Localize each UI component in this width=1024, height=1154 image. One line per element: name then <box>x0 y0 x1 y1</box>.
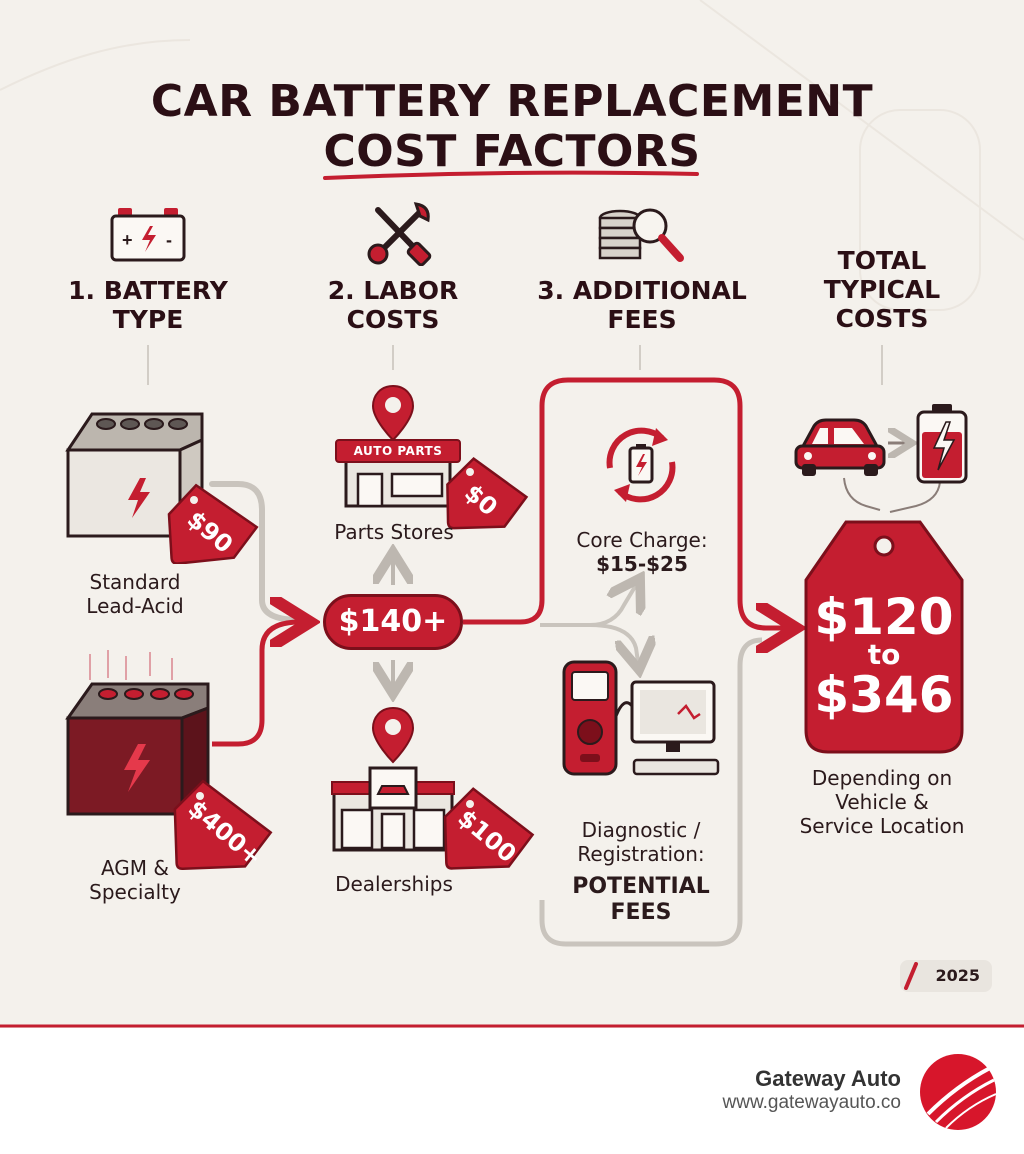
price-tag-parts-stores <box>446 457 529 530</box>
label-agm-line-1: AGM & <box>100 856 170 880</box>
heading-labor-costs-line-1: 2. LABOR <box>327 276 459 305</box>
heading-battery-type: 1. BATTERY TYPE <box>48 276 248 334</box>
label-parts-stores: Parts Stores <box>334 520 454 544</box>
heading-additional-fees-line-2: FEES <box>607 305 677 334</box>
heading-labor-costs: 2. LABOR COSTS <box>298 276 488 334</box>
dealership-icon <box>331 766 455 852</box>
heading-total-line-3: COSTS <box>835 304 929 333</box>
total-connector: to <box>867 638 901 671</box>
svg-text:-: - <box>166 230 172 250</box>
heading-labor-costs-line-2: COSTS <box>346 305 440 334</box>
heading-battery-type-line-2: TYPE <box>112 305 184 334</box>
gateway-auto-logo-icon <box>920 1054 997 1130</box>
total-note-line-1: Depending on <box>811 766 953 790</box>
label-dealerships: Dealerships <box>335 872 453 896</box>
store-sign: AUTO PARTS <box>353 444 443 458</box>
tools-icon <box>367 202 432 266</box>
total-note-line-2: Vehicle & <box>835 790 929 814</box>
battery-icon: + - <box>110 208 186 262</box>
label-standard-lead-acid: Standard Lead-Acid <box>60 570 210 618</box>
total-high: $346 <box>814 666 954 724</box>
heading-total-line-1: TOTAL <box>837 246 927 275</box>
label-agm-specialty: AGM & Specialty <box>60 856 210 904</box>
label-core-charge: Core Charge: <box>576 528 708 552</box>
heading-total-line-2: TYPICAL <box>823 275 941 304</box>
diagnostic-scanner-icon <box>562 660 720 776</box>
label-agm-line-2: Specialty <box>89 880 181 904</box>
coins-magnifier-icon <box>598 208 684 262</box>
recycle-battery-icon <box>606 427 676 503</box>
connector-graphics <box>0 0 1024 1028</box>
auto-parts-store-icon <box>335 439 461 508</box>
value-core-charge: $15-$25 <box>596 552 688 576</box>
title-line-1: CAR BATTERY REPLACEMENT <box>150 76 874 127</box>
label-potential-line-1: POTENTIAL <box>572 874 710 899</box>
footer-brand: Gateway Auto <box>755 1066 901 1091</box>
labor-price-pill: $140+ <box>323 594 463 650</box>
car-icon <box>794 418 886 476</box>
heading-additional-fees: 3. ADDITIONAL FEES <box>520 276 764 334</box>
total-note: Depending on Vehicle & Service Location <box>792 766 972 838</box>
svg-text:+: + <box>122 230 133 250</box>
title-line-2: COST FACTORS <box>323 126 701 177</box>
heading-battery-type-line-1: 1. BATTERY <box>68 276 228 305</box>
heading-total-typical-costs: TOTAL TYPICAL COSTS <box>800 246 964 333</box>
price-tag-agm <box>173 779 273 871</box>
price-tag-dealerships <box>443 787 535 870</box>
label-diagnostic-line-1: Diagnostic / <box>581 818 701 842</box>
label-standard-line-1: Standard <box>89 570 181 594</box>
footer-url[interactable]: www.gatewayauto.co <box>722 1092 902 1113</box>
price-tag-standard <box>167 483 259 564</box>
label-diagnostic-registration: Diagnostic / Registration: <box>556 818 726 866</box>
label-potential-fees: POTENTIAL FEES <box>556 874 726 926</box>
total-low: $120 <box>814 588 954 646</box>
infographic: CAR BATTERY REPLACEMENT COST FACTORS + -… <box>0 0 1024 1028</box>
label-standard-line-2: Lead-Acid <box>86 594 184 618</box>
year-slash-icon <box>904 962 918 990</box>
total-note-line-3: Service Location <box>799 814 965 838</box>
year-badge: 2025 <box>900 960 992 992</box>
label-diagnostic-line-2: Registration: <box>577 842 705 866</box>
label-potential-line-2: FEES <box>610 900 672 925</box>
charging-battery-icon <box>916 404 968 484</box>
heading-additional-fees-line-1: 3. ADDITIONAL <box>537 276 747 305</box>
location-pin-icon-dealer <box>371 706 415 764</box>
